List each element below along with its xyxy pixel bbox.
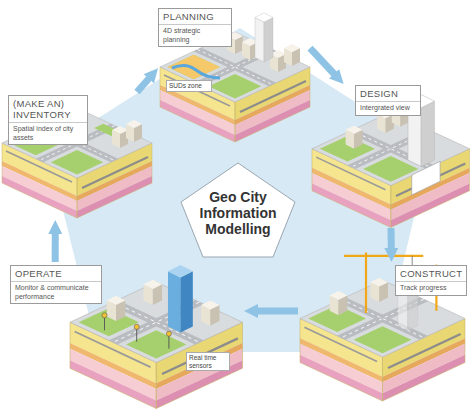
- cycle-arrow: [310, 48, 335, 75]
- center-text-wrap: Geo City Information Modelling: [178, 160, 298, 260]
- stage-description: Spatial index of city assets: [9, 123, 87, 144]
- cycle-arrow: [256, 307, 298, 314]
- stage-heading: DESIGN: [356, 86, 420, 102]
- illustration-part: [144, 280, 162, 305]
- center-title: Geo City Information Modelling: [195, 189, 281, 237]
- callout-label: SUDs zone: [166, 80, 212, 92]
- stage-node: DESIGNIntergrated view: [312, 84, 470, 228]
- illustration-part: [126, 120, 142, 142]
- illustration-part: [330, 291, 348, 315]
- cycle-arrow: [52, 232, 59, 262]
- illustration-part: [136, 328, 137, 342]
- stage-label-box: PLANNING4D strategic planning: [158, 8, 232, 47]
- cycle-arrow: [388, 228, 395, 250]
- illustration-part: [166, 331, 171, 336]
- illustration-part: [168, 55, 221, 80]
- stage-description: 4D strategic planning: [159, 25, 231, 46]
- cycle-arrow: [137, 77, 150, 92]
- illustration-part: [284, 44, 300, 66]
- stage-description: Monitor & communicate performance: [11, 282, 101, 303]
- pentagon-shape: [181, 163, 295, 257]
- illustration-part: [160, 32, 310, 142]
- illustration-part: [168, 265, 193, 333]
- illustration-part: [255, 13, 273, 62]
- center-node: Geo City Information Modelling: [178, 160, 298, 260]
- stage-description: Intergrated view: [356, 102, 420, 115]
- illustration-part: [201, 300, 219, 325]
- stage-label-box: DESIGNIntergrated view: [355, 85, 421, 116]
- stage-label-box: OPERATEMonitor & communicate performance: [10, 265, 102, 304]
- illustration-part: [112, 126, 128, 148]
- illustration-part: [107, 296, 125, 321]
- stage-description: Track progress: [396, 282, 466, 295]
- stage-heading: PLANNING: [159, 9, 231, 25]
- illustration-part: [365, 253, 367, 314]
- construct-block: [300, 253, 465, 402]
- stage-heading: (MAKE AN) INVENTORY: [9, 96, 87, 123]
- illustration-part: [172, 65, 220, 78]
- illustration-part: [370, 278, 388, 302]
- callout-label: Real time sensors: [186, 352, 230, 371]
- illustration-part: [346, 126, 363, 149]
- planning-block: [160, 13, 310, 142]
- stage-node: (MAKE AN) INVENTORYSpatial index of city…: [2, 92, 152, 220]
- illustration-part: [344, 255, 423, 257]
- stage-node: OPERATEMonitor & communicate performance: [8, 262, 244, 404]
- stage-label-box: CONSTRUCTTrack progress: [395, 265, 467, 296]
- stage-heading: OPERATE: [11, 266, 101, 282]
- illustration-part: [134, 324, 139, 329]
- illustration-part: [168, 335, 169, 349]
- stage-heading: CONSTRUCT: [396, 266, 466, 282]
- stage-node: CONSTRUCTTrack progress: [298, 262, 468, 402]
- stage-node: PLANNING4D strategic planning: [158, 8, 310, 142]
- illustration-part: [412, 161, 440, 195]
- illustration-part: [102, 313, 107, 318]
- stage-label-box: (MAKE AN) INVENTORYSpatial index of city…: [8, 95, 88, 145]
- illustration-part: [104, 317, 105, 331]
